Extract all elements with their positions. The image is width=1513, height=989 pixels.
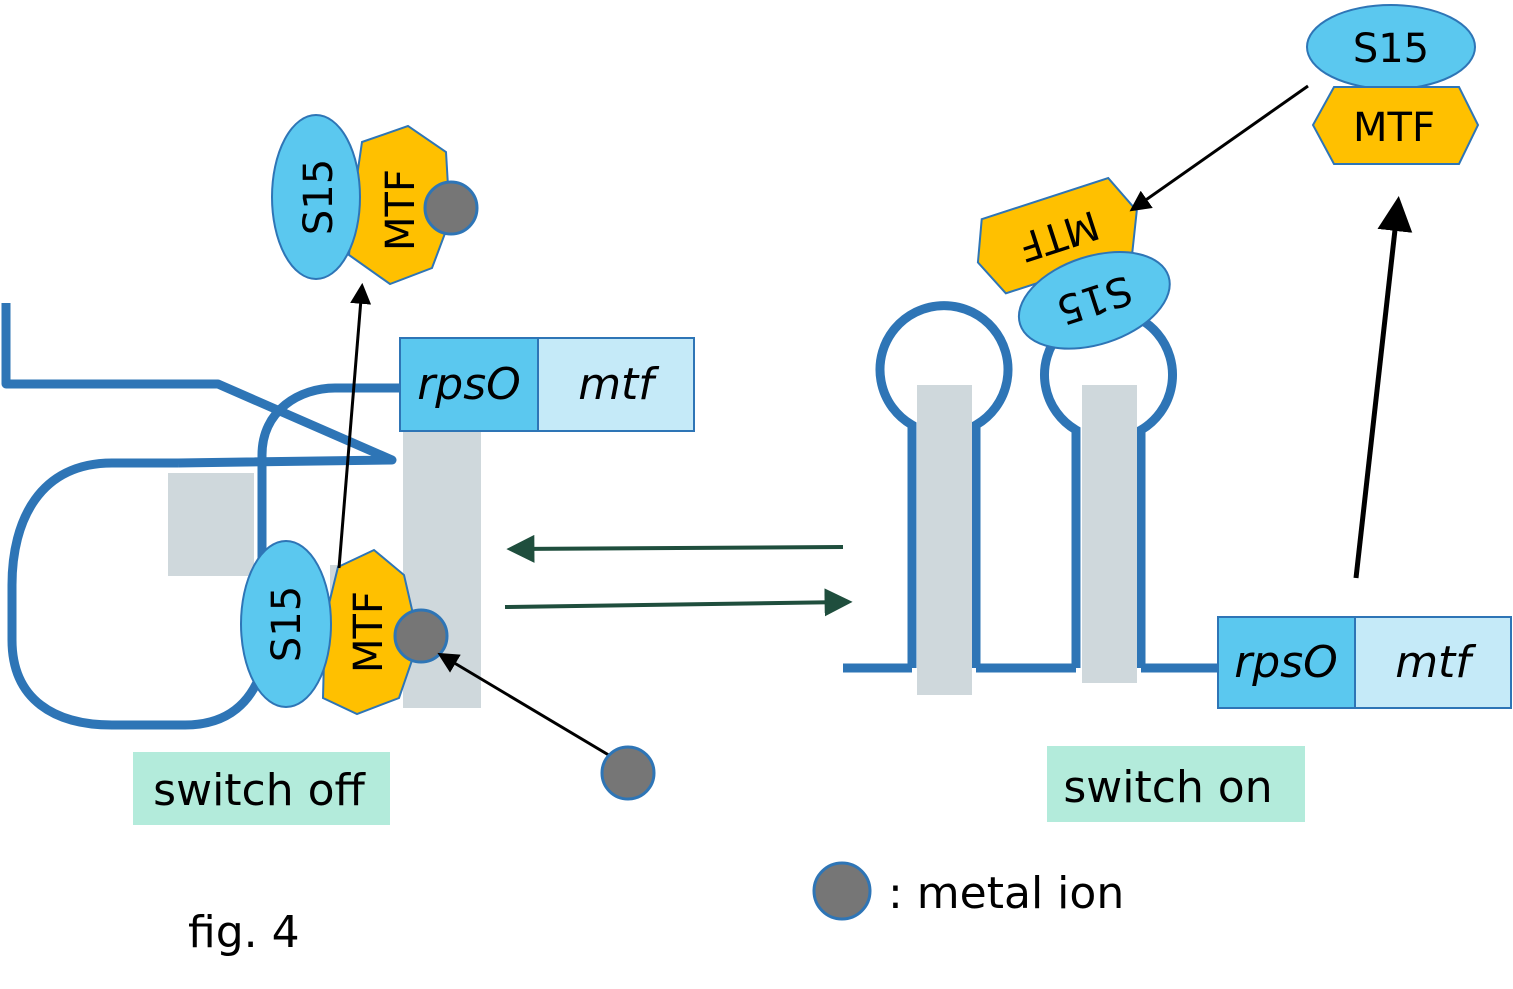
stem-block (168, 473, 254, 576)
s15-label: S15 (1353, 26, 1429, 72)
switch-on-structure: rpsO mtf MTF S15 S15 MTF switch on (843, 4, 1512, 822)
metal-ion (423, 180, 479, 236)
s15-mtf-complex-free: S15 MTF (1306, 4, 1480, 165)
equilibrium-arrow-right (504, 588, 853, 617)
s15-mtf-complex-bound: S15 MTF (240, 540, 449, 716)
metal-ion (600, 745, 656, 801)
rna-strand (7, 458, 267, 730)
mtf-protein (1311, 86, 1480, 165)
s15-label: S15 (296, 159, 342, 235)
s15-protein (1017, 251, 1171, 350)
switch-off-structure: rpsO mtf S15 MTF S15 MTF switch off (1, 114, 695, 825)
s15-mtf-complex-inverted: MTF S15 (976, 176, 1171, 350)
gene-box-mtf (537, 337, 695, 432)
legend: : metal ion (812, 861, 1124, 921)
mtf-label: MTF (378, 169, 424, 251)
gene-label-rpsO: rpsO (417, 359, 521, 410)
metal-ion-icon (812, 861, 872, 921)
hairpin-loop (875, 301, 1013, 668)
s15-protein (240, 540, 332, 708)
rna-strand (257, 383, 403, 570)
s15-label: S15 (264, 586, 310, 662)
translation-arrow (1353, 196, 1413, 579)
stem-block (917, 385, 972, 695)
switch-on-label: switch on (1063, 762, 1272, 813)
gene-box-mtf (1354, 616, 1512, 709)
figure-label: fig. 4 (188, 907, 300, 958)
gene-label-mtf: mtf (1395, 637, 1477, 688)
rna-strand (1, 303, 397, 468)
legend-text: : metal ion (888, 868, 1124, 919)
release-arrow (337, 282, 372, 569)
gene-box-rpsO (399, 337, 539, 432)
metal-ion (393, 608, 449, 664)
ion-binding-arrow (437, 652, 613, 759)
mtf-label: MTF (346, 591, 392, 673)
equilibrium-arrow-left (506, 534, 844, 563)
gene-label-rpsO: rpsO (1234, 637, 1338, 688)
mtf-label: MTF (1353, 105, 1435, 151)
gene-box-rpsO (1217, 616, 1356, 709)
stem-block (403, 430, 481, 708)
state-label-bg (133, 752, 390, 825)
s15-mtf-complex-released: S15 MTF (271, 114, 479, 286)
state-label-bg (1047, 746, 1305, 822)
binding-arrow (1129, 84, 1309, 212)
stem-block (1082, 385, 1137, 683)
switch-off-label: switch off (153, 765, 366, 816)
s15-protein (271, 114, 361, 280)
gene-label-mtf: mtf (578, 359, 660, 410)
